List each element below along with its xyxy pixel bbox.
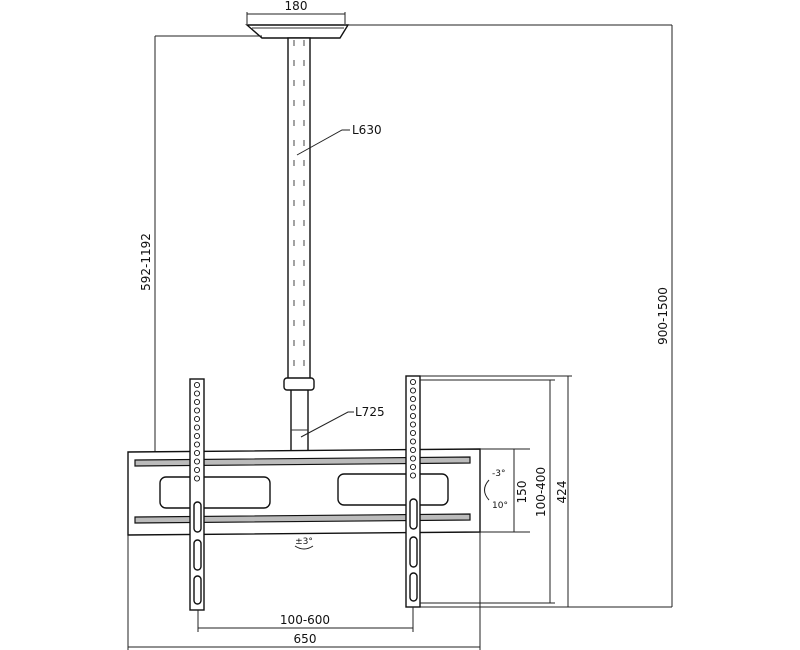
pole-upper-callout: L630 [296,123,382,156]
tv-wall-plate [127,448,481,536]
swivel-label: ±3° [295,537,313,547]
mounting-hole [193,381,201,389]
mounting-hole [193,441,201,448]
left-tv-bracket [189,378,205,611]
mounting-hole [409,472,417,479]
plate-height-label: 150 [515,481,529,504]
pole-lower-length-label: L725 [355,405,385,419]
mounting-hole [409,429,417,437]
mounting-hole [409,378,417,386]
tilt-up-label: -3° [492,469,505,479]
mounting-hole [409,404,417,411]
mounting-hole [409,395,417,403]
drop-range-label: 592-1192 [139,233,153,291]
mounting-hole [409,438,417,445]
dimension-ceiling-plate-width: 180 [246,0,346,24]
mounting-hole [193,424,201,431]
total-height-label: 900-1500 [656,287,670,345]
dimension-plate-width: 650 [127,532,481,650]
dimension-drop-range: 592-1192 [139,35,262,452]
swivel-indicator: ±3° [294,537,314,550]
right-tv-bracket [405,375,421,608]
mounting-hole [193,398,201,406]
mounting-hole [409,455,417,462]
mounting-hole [409,387,417,394]
mounting-hole [193,415,201,423]
mounting-hole [193,466,201,474]
bracket-height-label: 424 [555,481,569,504]
mounting-hole [193,449,201,457]
plate-width-label: 650 [294,632,317,646]
dimension-vesa-horizontal: 100-600 [197,607,414,632]
mounting-hole [193,390,201,397]
mounting-hole [409,446,417,454]
mounting-hole [193,432,201,440]
pole-lower-callout: L725 [300,405,385,438]
pole-upper-length-label: L630 [352,123,382,137]
mounting-hole [409,463,417,471]
dimension-total-height: 900-1500 [348,24,673,608]
dimension-bracket-height: 424 [420,375,572,607]
dimension-vesa-vertical: 100-400 [420,379,555,604]
vesa-vertical-label: 100-400 [534,467,548,517]
mounting-hole [193,458,201,465]
mounting-hole [193,475,201,482]
ceiling-plate [245,24,350,39]
mounting-hole [193,407,201,414]
mounting-hole [409,412,417,420]
pole [283,37,315,453]
dimension-plate-height: 150 [480,448,530,533]
vesa-horizontal-label: 100-600 [280,613,330,627]
ceiling-plate-width-label: 180 [285,0,308,13]
mounting-hole [409,421,417,428]
tilt-down-label: 10° [492,501,508,511]
tilt-indicator: -3° 10° [484,469,508,511]
